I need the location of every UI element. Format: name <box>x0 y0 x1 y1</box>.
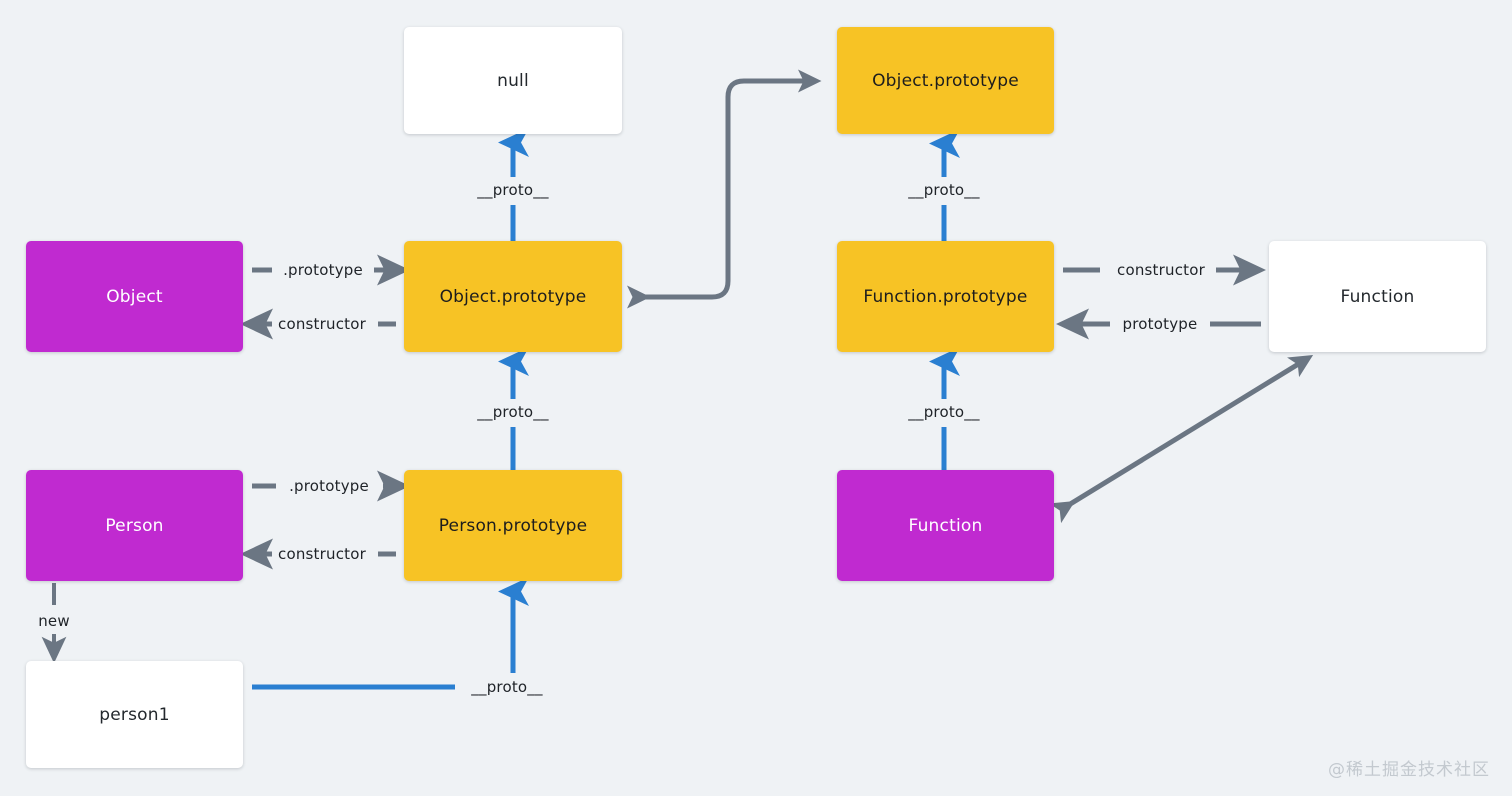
edge-label-person1-to-personproto: __proto__ <box>467 678 547 696</box>
edge-label-objproto-to-null: __proto__ <box>473 181 553 199</box>
node-function-ctor[interactable]: Function <box>1269 241 1486 352</box>
edge-objproto-to-objproto2 <box>627 69 822 309</box>
edge-label-person-to-personproto: .prototype <box>285 477 373 495</box>
node-function-prototype[interactable]: Function.prototype <box>837 241 1054 352</box>
watermark: @稀土掘金技术社区 <box>1328 760 1490 780</box>
edge-label-personproto-to-objproto: __proto__ <box>473 403 553 421</box>
node-label: Function <box>908 515 983 536</box>
node-label: Object.prototype <box>872 70 1019 91</box>
edge-label-object-to-objproto: .prototype <box>279 261 367 279</box>
node-label: person1 <box>99 704 170 725</box>
node-person[interactable]: Person <box>26 470 243 581</box>
edge-label-functionpurple-to-funcproto: __proto__ <box>904 403 984 421</box>
node-label: Function <box>1340 286 1415 307</box>
edge-person1-to-personproto <box>252 577 529 690</box>
edge-functionpurple-to-functionctor <box>1049 355 1314 524</box>
node-label: Function.prototype <box>863 286 1028 307</box>
edge-label-objproto-to-object: constructor <box>274 315 370 333</box>
node-label: Person.prototype <box>438 515 588 536</box>
node-label: null <box>497 70 529 91</box>
node-person1[interactable]: person1 <box>26 661 243 768</box>
edge-label-funcproto-to-function-ctor: constructor <box>1113 261 1209 279</box>
edge-label-funcproto-to-objproto2: __proto__ <box>904 181 984 199</box>
node-object-prototype[interactable]: Object.prototype <box>404 241 622 352</box>
edge-label-function-ctor-to-funcproto: prototype <box>1118 315 1202 333</box>
node-object[interactable]: Object <box>26 241 243 352</box>
node-label: Person <box>105 515 164 536</box>
node-label: Object <box>106 286 163 307</box>
node-person-prototype[interactable]: Person.prototype <box>404 470 622 581</box>
node-function-purple[interactable]: Function <box>837 470 1054 581</box>
node-object-prototype-2[interactable]: Object.prototype <box>837 27 1054 134</box>
node-label: Object.prototype <box>439 286 587 307</box>
node-null[interactable]: null <box>404 27 622 134</box>
edge-label-person-new-person1: new <box>34 612 74 630</box>
edge-label-personproto-to-person: constructor <box>274 545 370 563</box>
